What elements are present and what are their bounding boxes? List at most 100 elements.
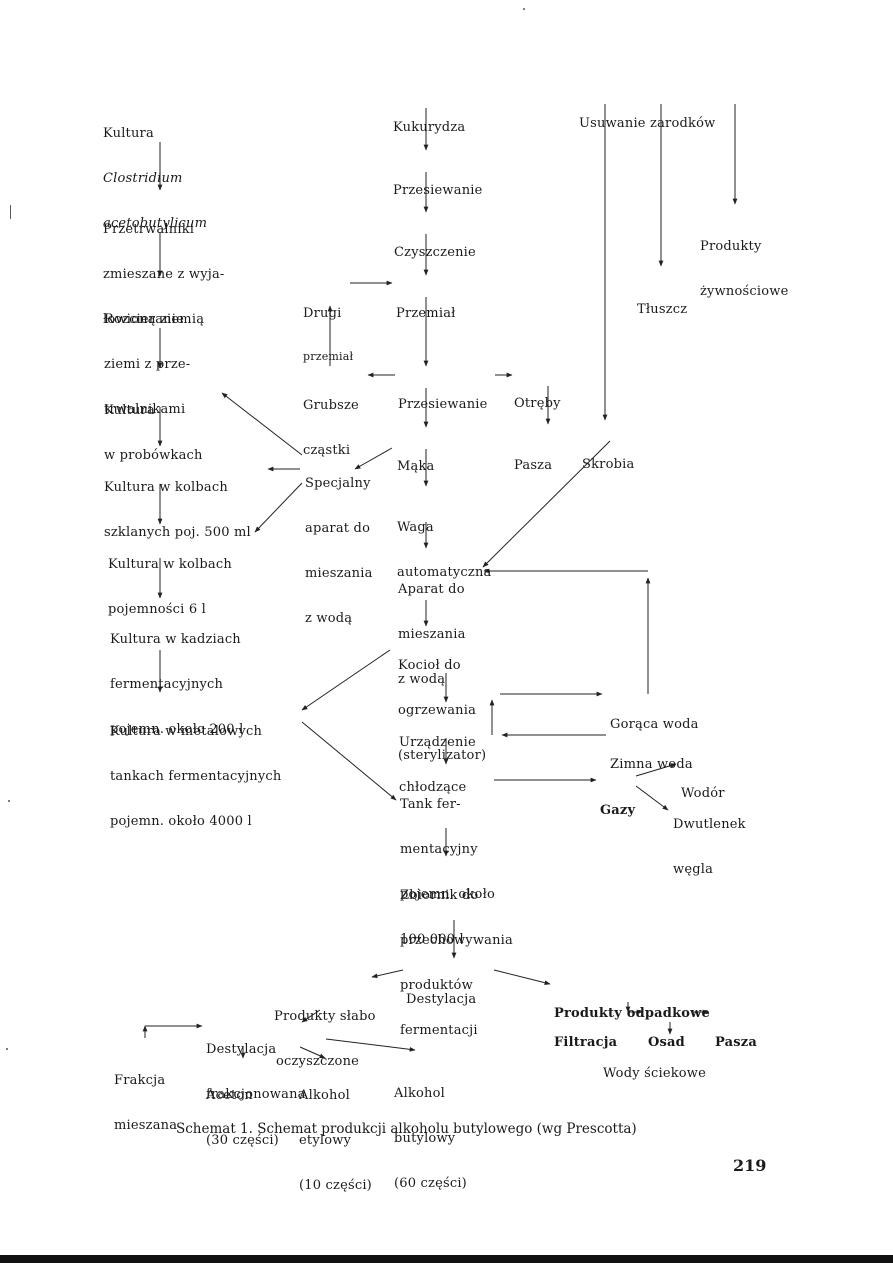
node-text: ogrzewania — [398, 703, 477, 718]
node-text: Specjalny — [305, 476, 371, 491]
arrow-destylacja-slabo — [371, 969, 404, 979]
arrow-tanki-tank — [301, 721, 397, 801]
node-text: Gorąca woda — [610, 717, 699, 732]
node-text: z wodą — [305, 611, 353, 626]
node-text: Pasza — [514, 458, 553, 473]
node-text: Aparat do — [398, 582, 465, 597]
node-text: Kultura w metalowych — [110, 724, 263, 739]
node-text: Kultura w kadziach — [110, 632, 241, 647]
arrow-destylacja-odpadkowe — [493, 969, 551, 986]
figure-caption: Schemat 1. Schemat produkcji alkoholu bu… — [176, 1121, 637, 1137]
node-text: trwalnikami — [104, 402, 186, 417]
node-text-italic: acetobutylicum — [103, 216, 208, 231]
node-pasza-1: Pasza — [514, 428, 552, 503]
node-rozcieranie: Rozcieranie ziemi z prze- trwalnikami — [104, 282, 190, 447]
node-text: żywnościowe — [700, 284, 789, 299]
arrow-maka-aparat — [354, 447, 393, 470]
node-text: Przesiewanie — [393, 183, 483, 198]
arrow-frak-butylowy — [325, 1038, 416, 1052]
node-goraca-woda: Gorąca woda — [610, 687, 699, 762]
node-przetrwalniki: Przetrwalniki zmieszane z wyja- łowioną … — [103, 192, 225, 357]
node-text: Kukurydza — [393, 120, 466, 135]
node-text: Rozcieranie — [104, 312, 184, 327]
node-text: pojemn. około 4000 l — [110, 814, 252, 829]
node-text: Gazy — [600, 803, 636, 818]
arrow-gazy-wodor — [635, 763, 677, 777]
node-text: Urządzenie — [399, 735, 476, 750]
arrow-skrobia-aparat — [482, 440, 611, 568]
node-text: mieszana — [114, 1118, 178, 1133]
node-text: produktów — [400, 978, 473, 993]
node-frakcja-mieszana: Frakcja mieszana — [114, 1043, 177, 1163]
node-tank: Tank fer- mentacyjny pojemn. około 100 0… — [400, 767, 495, 977]
node-text: mieszania — [398, 627, 466, 642]
node-alkohol-butylowy: Alkohol butylowy (60 części) — [394, 1056, 467, 1221]
node-text: Kultura w kolbach — [108, 557, 232, 572]
node-text: przechowywania — [400, 933, 513, 948]
node-text: Mąka — [397, 459, 435, 474]
node-text: tankach fermentacyjnych — [110, 769, 282, 784]
node-text-italic: Clostridium — [103, 171, 183, 186]
node-wody-sciekowe: Wody ściekowe — [603, 1036, 706, 1111]
node-filtracja: Filtracja — [554, 1005, 617, 1080]
node-osad: Osad — [648, 1005, 685, 1080]
node-text: (10 części) — [299, 1178, 372, 1193]
node-text: aparat do — [305, 521, 371, 536]
node-text: (60 części) — [394, 1176, 467, 1191]
node-wodor: Wodór — [681, 756, 725, 831]
node-text: Filtracja — [554, 1035, 618, 1050]
node-text: szklanych poj. 500 ml — [104, 525, 251, 540]
node-czyszczenie: Czyszczenie — [394, 215, 476, 290]
node-text: w probówkach — [104, 448, 203, 463]
node-kultura-kolby6: Kultura w kolbach pojemności 6 l — [108, 527, 232, 647]
node-gazy: Gazy — [600, 773, 635, 848]
node-produkty-slabo: Produkty słabo oczyszczone — [274, 979, 376, 1099]
node-text: Pasza — [715, 1035, 757, 1050]
scan-bottom-edge — [0, 1255, 893, 1263]
node-text: Alkohol — [394, 1086, 446, 1101]
node-produkty-odpadkowe: Produkty odpadkowe — [554, 976, 710, 1051]
node-text: pojemn. około — [400, 887, 496, 902]
node-przemial: Przemiał — [396, 276, 456, 351]
node-text: Zimna woda — [610, 757, 693, 772]
node-text: Kultura — [104, 403, 155, 418]
arrow-slabo-frak — [301, 1009, 321, 1023]
node-text: Produkty odpadkowe — [554, 1006, 711, 1021]
node-text: fermentacyjnych — [110, 677, 224, 692]
node-text: Zbiornik do — [400, 888, 479, 903]
arrow-aparat-kolby6 — [254, 482, 303, 533]
arrow-gazy-dwutlenek — [635, 785, 669, 811]
node-text: etylowy — [299, 1133, 352, 1148]
node-skrobia: Skrobia — [582, 427, 634, 502]
node-text: Osad — [648, 1035, 685, 1050]
node-text: frakcjonowana — [206, 1087, 306, 1102]
node-text: (30 części) — [206, 1133, 279, 1148]
node-text: Czyszczenie — [394, 245, 476, 260]
node-text: łowioną ziemią — [103, 312, 205, 327]
node-text: z wodą — [398, 672, 446, 687]
node-text: Destylacja — [206, 1042, 277, 1057]
node-text: Kultura — [103, 126, 154, 141]
node-kukurydza: Kukurydza — [393, 90, 465, 165]
scan-mark — [6, 1048, 8, 1050]
node-text: Tłuszcz — [637, 302, 688, 317]
node-text: automatyczna — [397, 565, 492, 580]
node-text: Destylacja — [406, 992, 477, 1007]
node-otreby: Otręby — [514, 366, 561, 441]
node-text: Skrobia — [582, 457, 635, 472]
node-text: mentacyjny — [400, 842, 478, 857]
node-text: Dwutlenek — [673, 817, 746, 832]
node-text: węgla — [673, 862, 714, 877]
node-text: Grubsze — [303, 398, 359, 413]
node-text: Otręby — [514, 396, 561, 411]
node-text: Wody ściekowe — [603, 1066, 707, 1081]
node-text: pojemn. około 200 l — [110, 722, 244, 737]
node-maka: Mąka — [397, 429, 435, 504]
node-przesiewanie-1: Przesiewanie — [393, 153, 483, 228]
node-kultura-tanki: Kultura w metalowych tankach fermentacyj… — [110, 694, 281, 859]
node-text: fermentacji — [400, 1023, 478, 1038]
node-text: Produkty słabo — [274, 1009, 376, 1024]
arrow-kociol-tanki — [301, 649, 391, 711]
